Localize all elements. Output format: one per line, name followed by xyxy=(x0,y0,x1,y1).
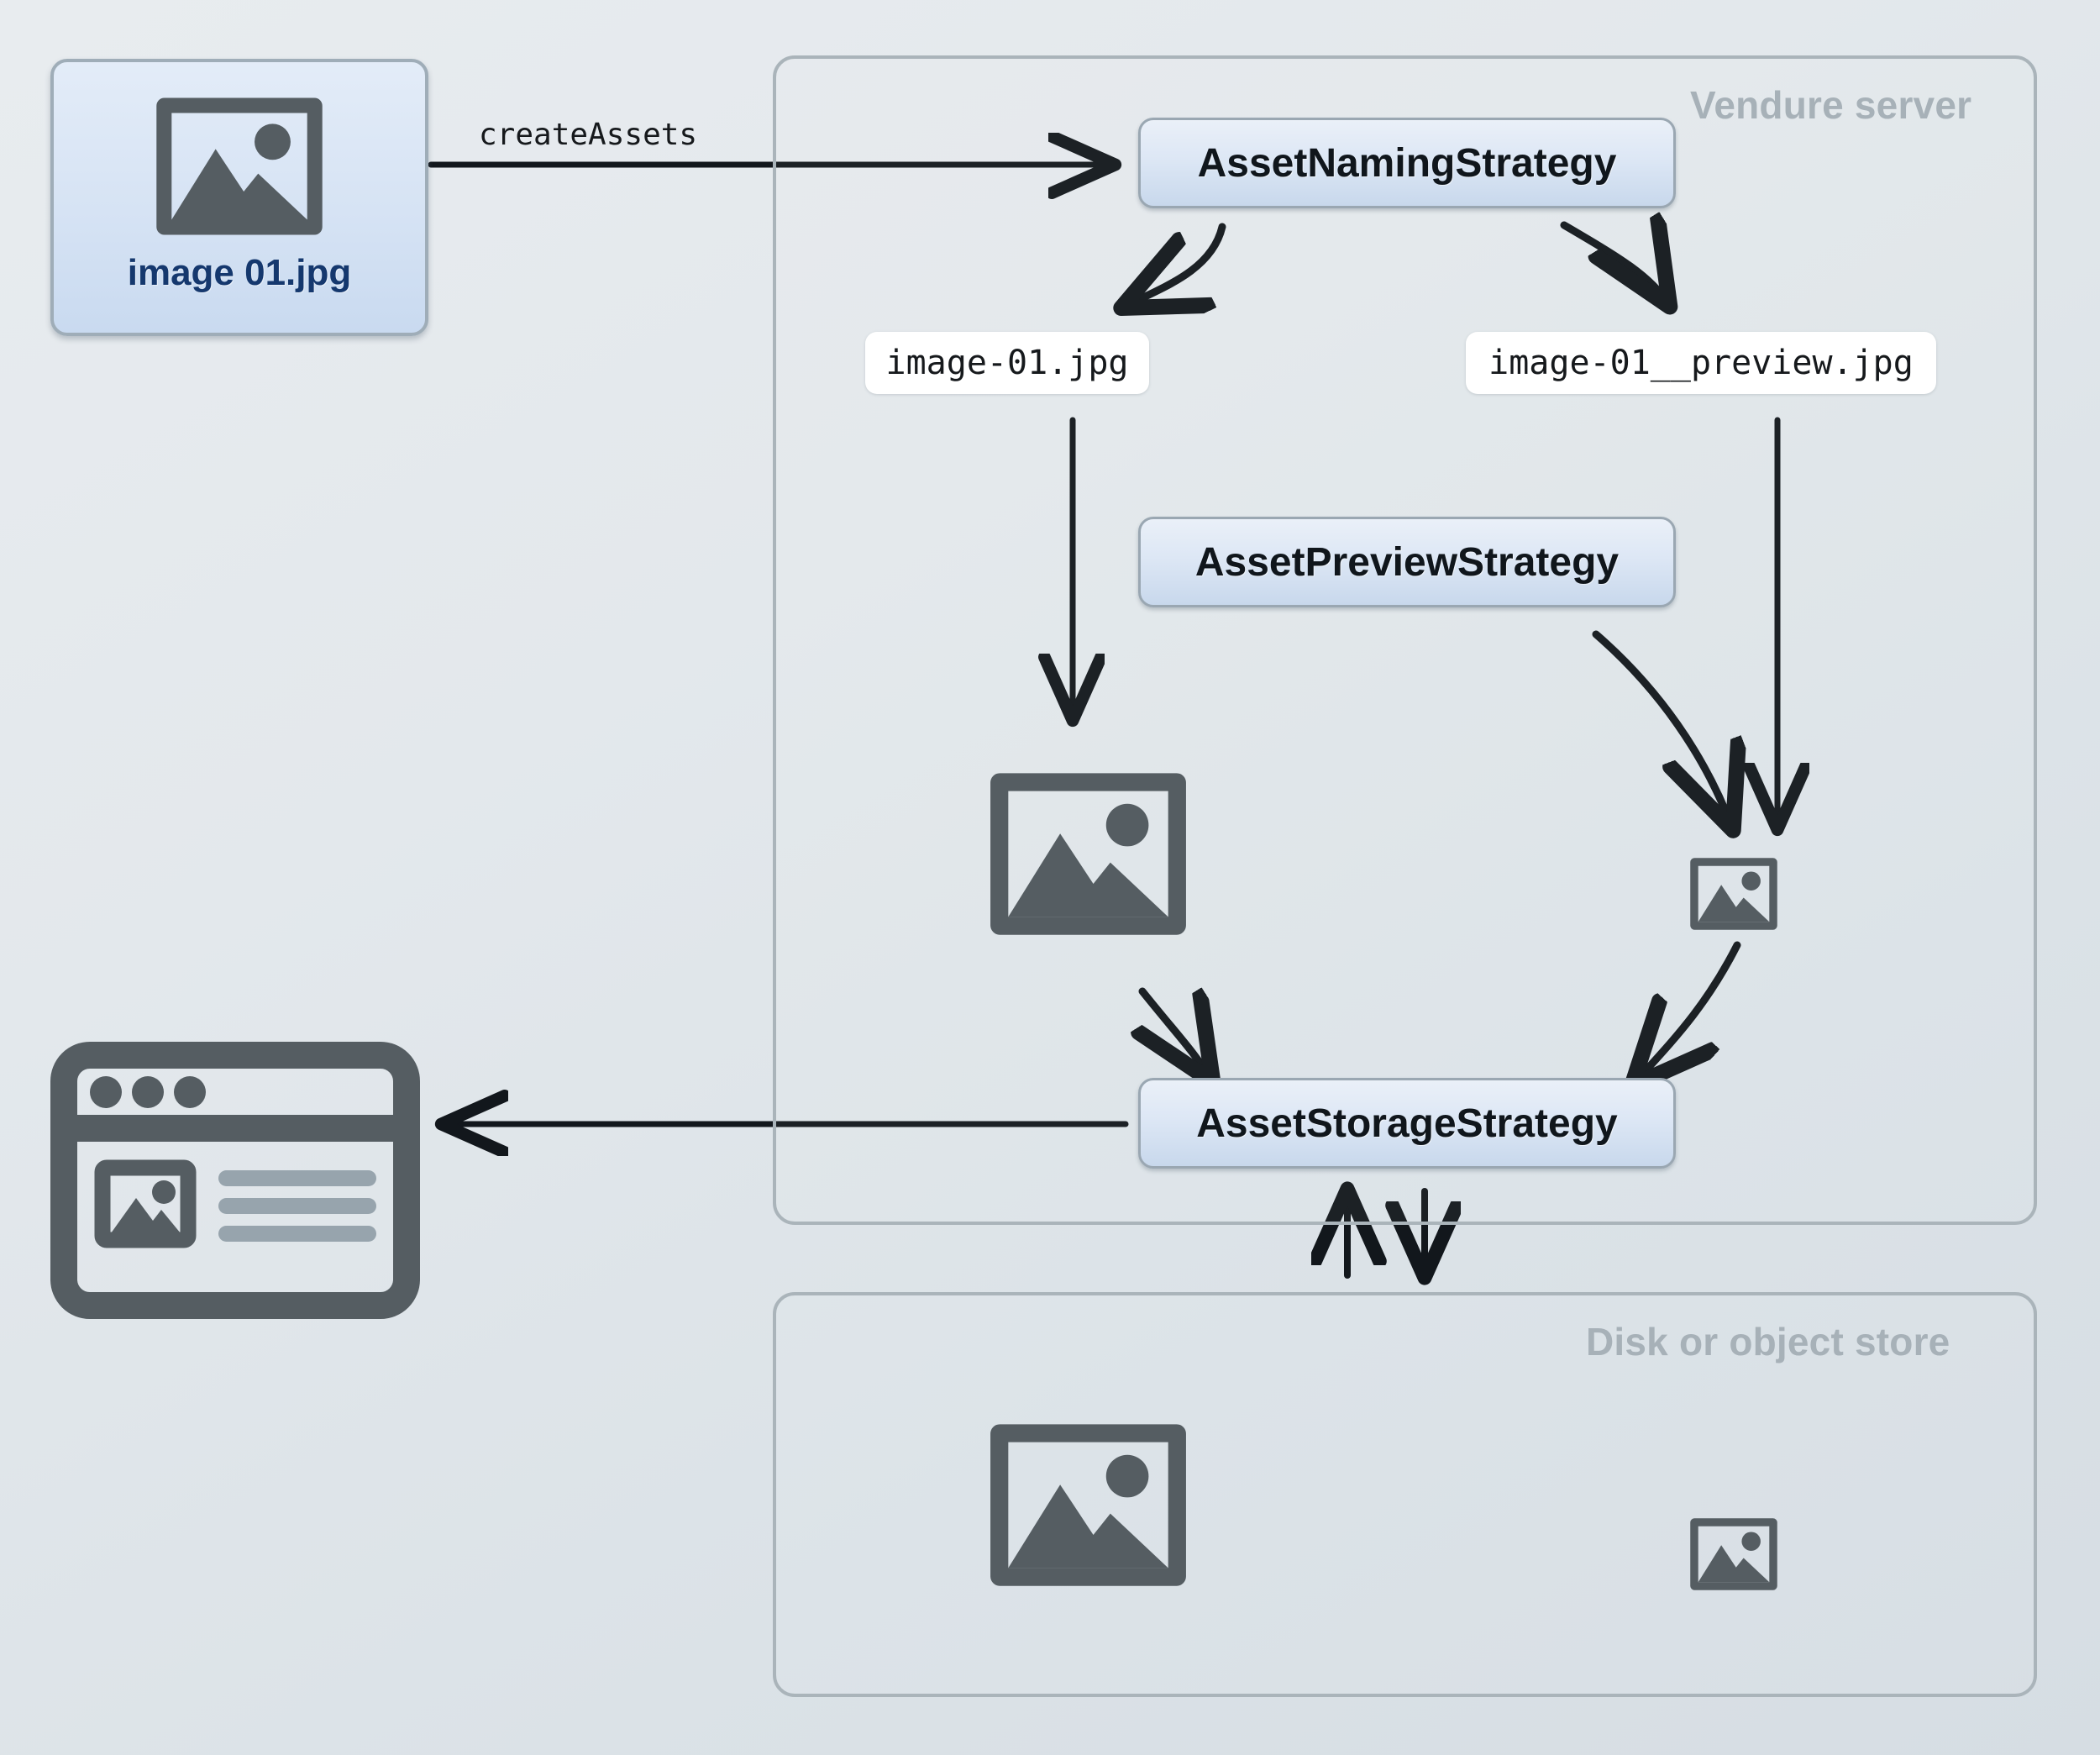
asset-naming-strategy-box[interactable]: AssetNamingStrategy xyxy=(1138,118,1676,208)
browser-text-lines xyxy=(218,1170,376,1242)
region-vendure-server xyxy=(773,55,2037,1225)
image-icon-glyph xyxy=(156,97,323,235)
region-disk-or-object-store xyxy=(773,1292,2037,1697)
preview-filename-chip: image-01__preview.jpg xyxy=(1466,332,1936,394)
preview-filename-label: image-01__preview.jpg xyxy=(1488,344,1914,382)
source-asset-card[interactable]: image 01.jpg xyxy=(50,59,428,336)
image-icon-glyph xyxy=(1690,1518,1777,1590)
store-preview-image-icon-2 xyxy=(1688,1516,1779,1592)
server-full-image-icon xyxy=(986,769,1190,939)
asset-naming-strategy-label: AssetNamingStrategy xyxy=(1197,140,1617,186)
asset-storage-strategy-label: AssetStorageStrategy xyxy=(1196,1101,1618,1146)
source-asset-label: image 01.jpg xyxy=(127,252,352,293)
image-icon-glyph xyxy=(1690,858,1777,930)
store-full-image-icon xyxy=(986,1420,1190,1590)
browser-thumbnail-icon xyxy=(94,1159,197,1248)
image-icon xyxy=(153,94,326,239)
image-icon-glyph xyxy=(990,1424,1186,1586)
source-filename-chip: image-01.jpg xyxy=(865,332,1149,394)
browser-window-icon-glyph xyxy=(50,1042,420,1319)
edge-label-create-assets: createAssets xyxy=(479,118,698,152)
source-filename-label: image-01.jpg xyxy=(885,344,1129,382)
region-disk-or-object-store-label: Disk or object store xyxy=(1586,1320,1950,1364)
region-vendure-server-label: Vendure server xyxy=(1690,83,1972,127)
asset-preview-strategy-label: AssetPreviewStrategy xyxy=(1194,539,1620,585)
image-icon-glyph xyxy=(990,773,1186,935)
server-preview-image-icon xyxy=(1688,856,1779,932)
browser-window-icon xyxy=(50,1042,420,1319)
asset-preview-strategy-box[interactable]: AssetPreviewStrategy xyxy=(1138,517,1676,607)
asset-storage-strategy-box[interactable]: AssetStorageStrategy xyxy=(1138,1078,1676,1169)
